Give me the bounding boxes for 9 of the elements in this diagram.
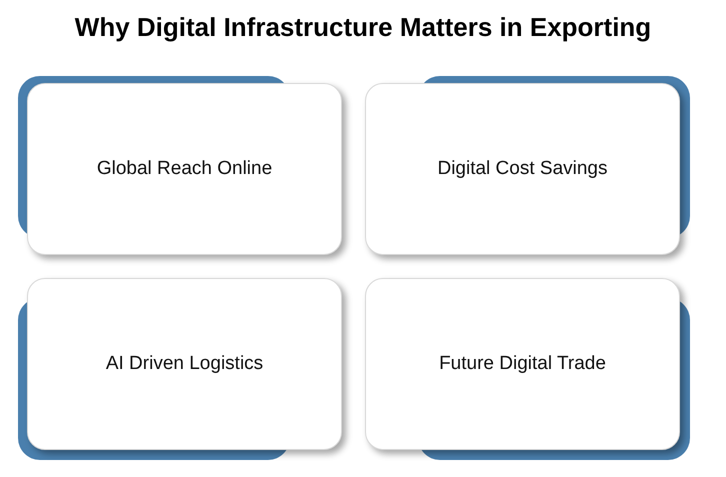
- card-label: Global Reach Online: [96, 158, 272, 180]
- card: [27, 83, 342, 255]
- card-label: Digital Cost Savings: [437, 158, 608, 180]
- diagram-title: Why Digital Infrastructure Matters in Exporting: [74, 12, 652, 42]
- card-label: AI Driven Logistics: [106, 353, 264, 375]
- card: [27, 278, 342, 450]
- card-label: Future Digital Trade: [439, 353, 606, 375]
- card: [365, 278, 680, 450]
- card: [365, 83, 680, 255]
